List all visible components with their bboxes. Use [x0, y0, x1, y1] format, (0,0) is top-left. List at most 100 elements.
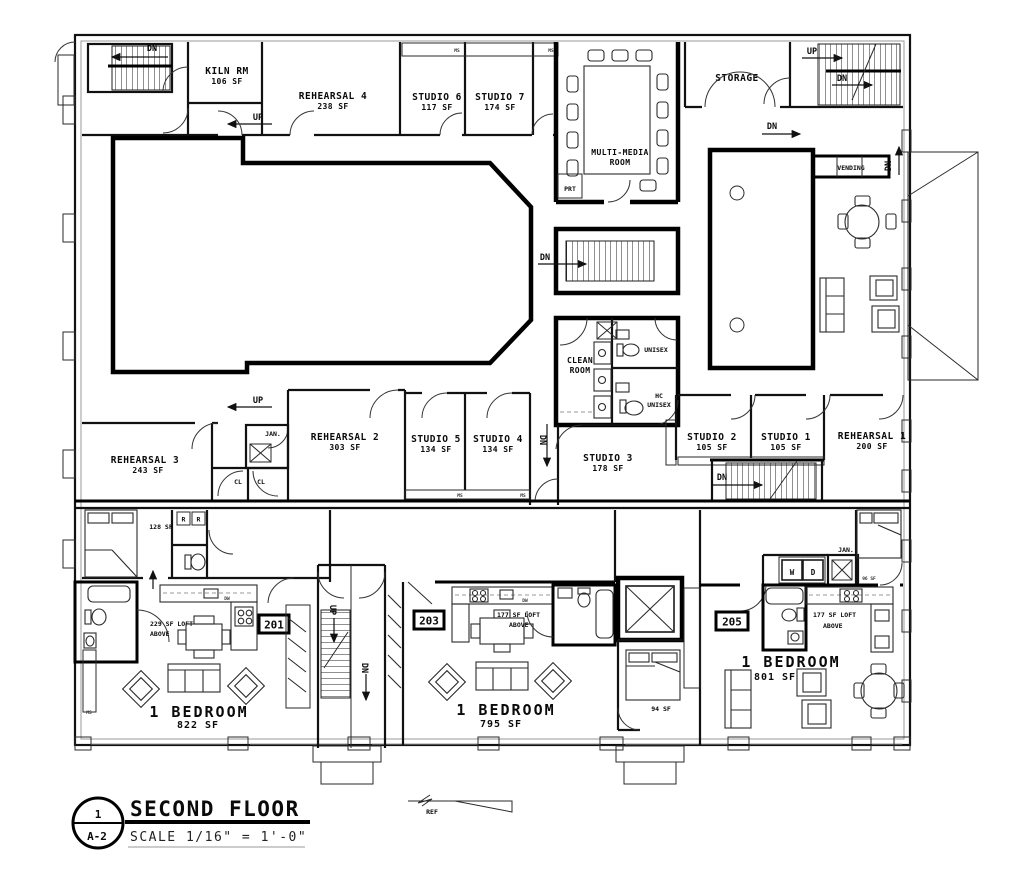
- clean-room-block: CLEAN ROOM UNISEX HC UNISEX: [553, 315, 681, 428]
- rehearsal4-area: 238 SF: [317, 102, 348, 111]
- dn-label: DN: [537, 435, 547, 445]
- unit201-loft-2: ABOVE: [150, 630, 170, 638]
- rehearsal3-label: REHEARSAL 3: [111, 455, 179, 466]
- column: [729, 317, 745, 333]
- studio1-area: 105 SF: [770, 443, 801, 452]
- multi-media-room: MULTI-MEDIA ROOM PRT: [553, 42, 681, 205]
- dn-door-corridor: DN: [762, 122, 802, 139]
- studio2-area: 105 SF: [696, 443, 727, 452]
- reference-symbol: REF: [408, 794, 513, 816]
- unit205-type: 1 BEDROOM: [741, 653, 840, 671]
- washer-label: W: [790, 568, 795, 577]
- up-label: UP: [253, 396, 263, 406]
- kiln-room-label: KILN RM: [205, 66, 249, 77]
- stair-dn-label: DN: [837, 74, 847, 84]
- laundry-corridor: W D JAN. 96 SF: [761, 509, 903, 587]
- sink: [83, 632, 97, 649]
- column: [729, 185, 745, 201]
- sink: [557, 587, 573, 599]
- bathtub: [87, 585, 131, 603]
- unit205-sofa: [724, 669, 752, 729]
- detail-number: 1: [95, 808, 102, 821]
- unit201-dining-table: [177, 615, 231, 659]
- unit201-sofa: [167, 663, 221, 693]
- jan-label: JAN.: [265, 430, 281, 438]
- mop-sink-icon: [596, 321, 618, 340]
- multimedia-label-2: ROOM: [610, 158, 631, 167]
- studio6-area: 117 SF: [421, 103, 452, 112]
- wc-toilet: [184, 553, 206, 571]
- unit203-dining-table: [470, 609, 534, 653]
- unit201-closet: [285, 604, 311, 709]
- unit201-armchairs: [121, 666, 266, 709]
- unit203-loft-2: ABOVE: [509, 621, 529, 629]
- wall-tag: MS: [454, 48, 460, 54]
- unit205-kitchen: [805, 586, 894, 653]
- studio5-label: STUDIO 5: [411, 434, 461, 445]
- rehearsal1-area: 200 SF: [856, 442, 887, 451]
- elevator: [613, 510, 702, 745]
- closet-label: CL: [257, 478, 265, 486]
- wall-tag: MS: [86, 710, 92, 716]
- stair-up-label: UP: [807, 47, 817, 57]
- bedroom-96: 96 SF: [856, 509, 903, 586]
- stair-dn-label: DN: [147, 44, 157, 54]
- clean-room-label-1: CLEAN: [567, 356, 593, 365]
- rehearsal4-label: REHEARSAL 4: [299, 91, 367, 102]
- conference-table: [583, 65, 651, 175]
- title-block: 1 A-2 SECOND FLOOR SCALE 1/16" = 1'-0": [71, 796, 310, 850]
- bedroom96-area: 96 SF: [862, 576, 876, 582]
- clean-room-sinks: [593, 341, 612, 419]
- middle-rooms: UP REHEARSAL 3 243 SF JAN. CL CL REHEARS…: [82, 388, 906, 505]
- sheet-scale: SCALE 1/16" = 1'-0": [130, 830, 307, 845]
- stove: [839, 588, 863, 603]
- wall-hatch-band: [401, 42, 559, 57]
- studio2-label: STUDIO 2: [687, 432, 737, 443]
- up-label: UP: [327, 605, 337, 615]
- bed-128: [84, 509, 138, 578]
- dn-label: DN: [884, 161, 894, 171]
- dn-label: DN: [717, 473, 727, 483]
- unit201-loft-1: 229 SF LOFT: [150, 620, 193, 628]
- unit205: 205 177 SF LOF: [700, 583, 905, 729]
- unit201-area: 822 SF: [177, 720, 219, 731]
- right-canopy: [907, 151, 979, 381]
- janitor-closet-lower: JAN.: [826, 546, 860, 587]
- upper-rooms: MS MS DN KILN RM 106 SF REHEARSAL 4 238 …: [82, 42, 903, 205]
- wall-tag: MS: [548, 48, 554, 54]
- janitor-closet-upper: JAN.: [244, 423, 290, 470]
- clean-room-label-2: ROOM: [570, 366, 591, 375]
- hc-unisex-label-2: UNISEX: [647, 401, 671, 409]
- stair-apartments: UP DN: [316, 563, 387, 748]
- sheet-title: SECOND FLOOR: [130, 797, 300, 821]
- closet-label: CL: [234, 478, 242, 486]
- vending-machines: VENDING: [811, 154, 891, 179]
- dn-label: DN: [540, 253, 550, 263]
- studio4-area: 134 SF: [482, 445, 513, 454]
- wall-chase: [82, 649, 97, 713]
- ref-label: REF: [426, 808, 438, 816]
- unit203-loft-1: 177 SF LOFT: [497, 611, 540, 619]
- bathtub: [595, 589, 614, 639]
- unit205-armchairs: [796, 668, 832, 729]
- kitchen-sink: [874, 609, 890, 622]
- studio5-area: 134 SF: [420, 445, 451, 454]
- unisex-fixtures: [615, 329, 640, 357]
- dn-label: DN: [359, 663, 369, 673]
- stair-top-left: DN: [86, 42, 174, 94]
- unit205-round-table: [853, 663, 905, 719]
- fridge-label: R: [197, 516, 201, 524]
- unit203-closet: [387, 594, 402, 689]
- unit203-area: 795 SF: [480, 719, 522, 730]
- rehearsal1-label: REHEARSAL 1: [838, 431, 906, 442]
- unit203-bath: [526, 583, 617, 647]
- appliance: [874, 635, 890, 649]
- vending-label: VENDING: [837, 164, 864, 172]
- unit205-area: 801 SF: [754, 672, 796, 683]
- storage-label: STORAGE: [715, 73, 759, 84]
- kitchen-sink: [203, 588, 219, 599]
- multimedia-label-1: MULTI-MEDIA: [591, 148, 648, 157]
- studio3-area: 178 SF: [592, 464, 623, 473]
- hc-unisex-fixtures: [615, 382, 644, 416]
